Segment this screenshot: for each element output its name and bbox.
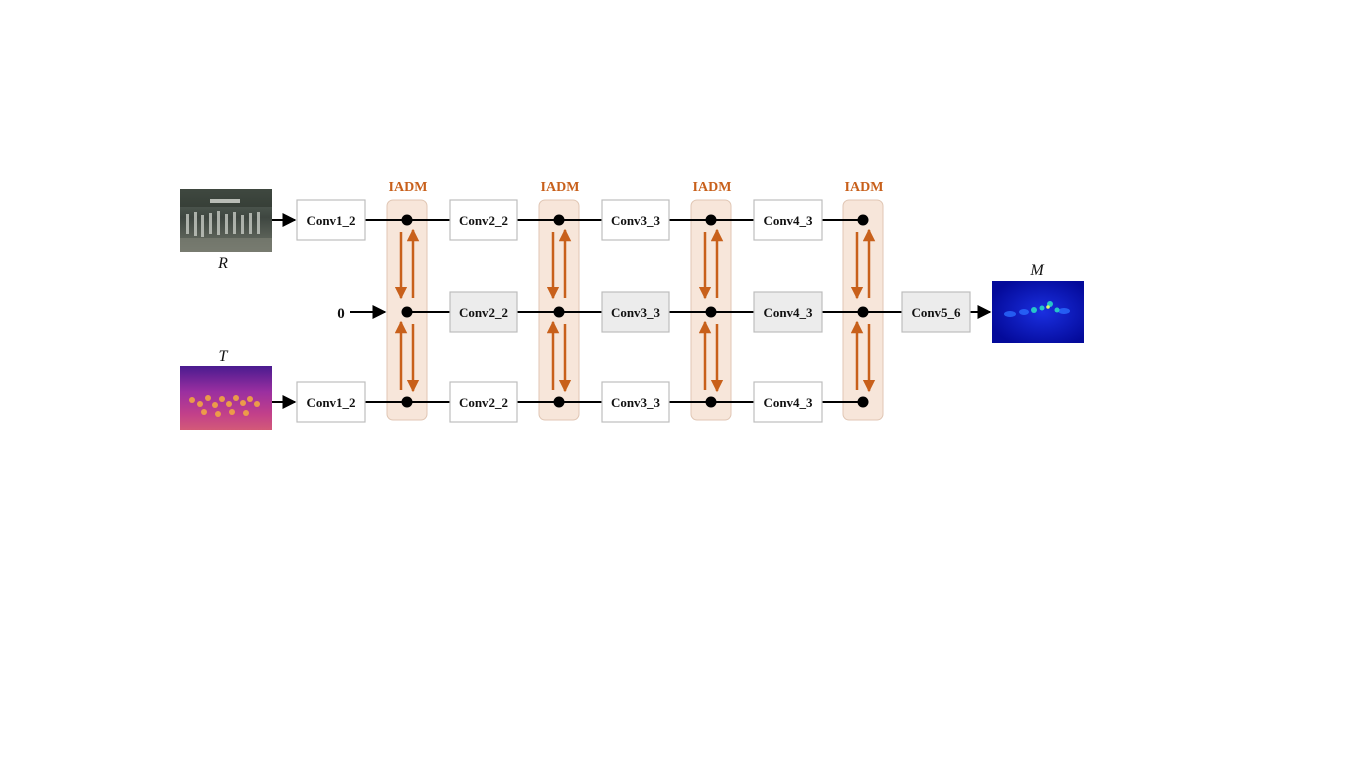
thermal-conv-2: Conv2_2 (459, 395, 508, 410)
iadm-arrows (394, 228, 876, 393)
iadm-label-4: IADM (845, 180, 884, 195)
shared-conv-2: Conv3_3 (611, 305, 661, 320)
connectors (365, 219, 902, 403)
output-label: M (1029, 262, 1045, 279)
shared-conv-3: Conv4_3 (763, 305, 813, 320)
shared-conv-1: Conv2_2 (459, 305, 508, 320)
fusion-nodes (401, 214, 869, 408)
density-map (992, 281, 1084, 343)
shared-stream: Conv2_2 Conv3_3 Conv4_3 Conv5_6 (449, 291, 971, 333)
rgb-conv-1: Conv1_2 (306, 213, 355, 228)
thermal-image (180, 366, 272, 430)
rgb-conv-4: Conv4_3 (763, 213, 813, 228)
iadm-label-2: IADM (541, 180, 580, 195)
thermal-conv-3: Conv3_3 (611, 395, 661, 410)
rgb-conv-3: Conv3_3 (611, 213, 661, 228)
zero-input-label: 0 (337, 306, 345, 322)
iadm-label-3: IADM (693, 180, 732, 195)
thermal-conv-4: Conv4_3 (763, 395, 813, 410)
thermal-stream: Conv1_2 Conv2_2 Conv3_3 Conv4_3 (296, 381, 823, 423)
shared-conv-4: Conv5_6 (911, 305, 961, 320)
iadm-label-1: IADM (389, 180, 428, 195)
rgb-image (180, 189, 272, 252)
rgb-stream: Conv1_2 Conv2_2 Conv3_3 Conv4_3 (296, 199, 823, 241)
rgb-conv-2: Conv2_2 (459, 213, 508, 228)
thermal-label: T (219, 348, 229, 365)
rgb-label: R (217, 255, 228, 272)
thermal-conv-1: Conv1_2 (306, 395, 355, 410)
